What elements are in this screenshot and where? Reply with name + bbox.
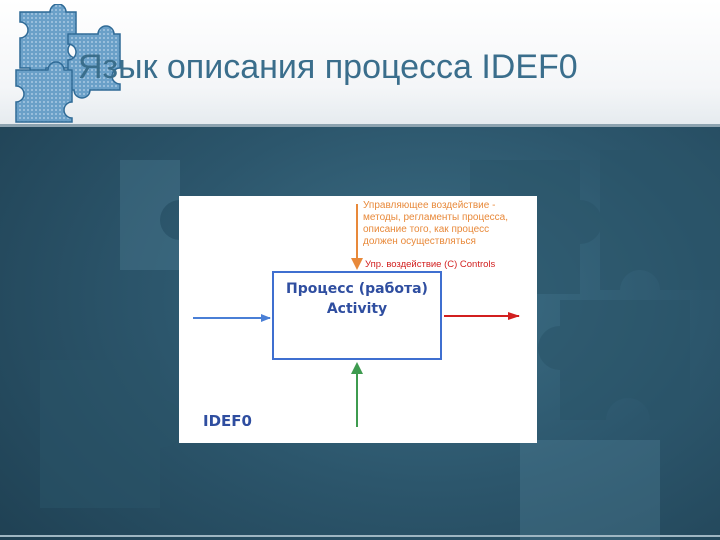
control-arrowhead bbox=[351, 258, 363, 270]
control-description-line: Управляющее воздействие - bbox=[363, 200, 496, 211]
control-description-line: должен осуществляться bbox=[363, 236, 476, 247]
footer-divider bbox=[0, 535, 720, 537]
mechanism-arrowhead bbox=[351, 362, 363, 374]
control-short-label: Упр. воздействие (С) Controls bbox=[365, 259, 496, 270]
slide-title: Язык описания процесса IDEF0 bbox=[78, 48, 578, 86]
idef0-diagram: Управляющее воздействие - методы, реглам… bbox=[179, 196, 537, 443]
control-description-line: методы, регламенты процесса, bbox=[363, 212, 508, 223]
puzzle-pieces-icon bbox=[15, 4, 121, 123]
diagram-arrows bbox=[193, 204, 520, 427]
activity-box: Процесс (работа) Activity bbox=[272, 271, 442, 360]
control-description-line: описание того, как процесс bbox=[363, 224, 490, 235]
activity-title: Процесс (работа) bbox=[286, 281, 428, 297]
activity-subtitle: Activity bbox=[326, 301, 388, 317]
header-divider bbox=[0, 124, 720, 127]
idef0-label: IDEF0 bbox=[203, 412, 252, 430]
control-description: Управляющее воздействие - методы, реглам… bbox=[363, 200, 535, 248]
